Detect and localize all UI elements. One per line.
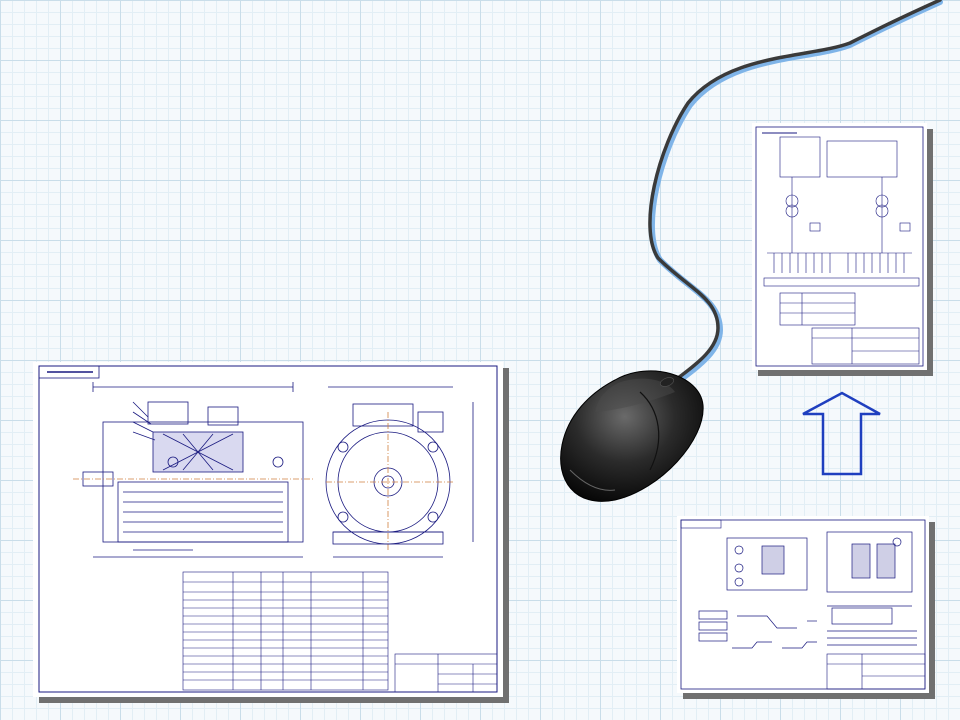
motor-end-view	[325, 386, 474, 558]
mouse-cable	[648, 0, 943, 383]
title-block	[394, 653, 498, 693]
parts-list-table	[182, 571, 389, 691]
schematic-lines	[763, 136, 920, 365]
motor-side-view	[73, 382, 313, 558]
assembly-drawing-sheet	[677, 516, 929, 693]
motor-drawing-sheet	[33, 362, 503, 697]
up-arrow-icon	[802, 391, 881, 476]
assembly-title-block	[826, 653, 926, 690]
schematic-drawing	[755, 126, 924, 367]
motor-drawing	[38, 365, 498, 693]
computer-mouse-icon	[560, 370, 704, 502]
assembly-drawing	[680, 519, 926, 690]
assembly-lines	[698, 531, 917, 649]
schematic-drawing-sheet	[752, 123, 927, 370]
